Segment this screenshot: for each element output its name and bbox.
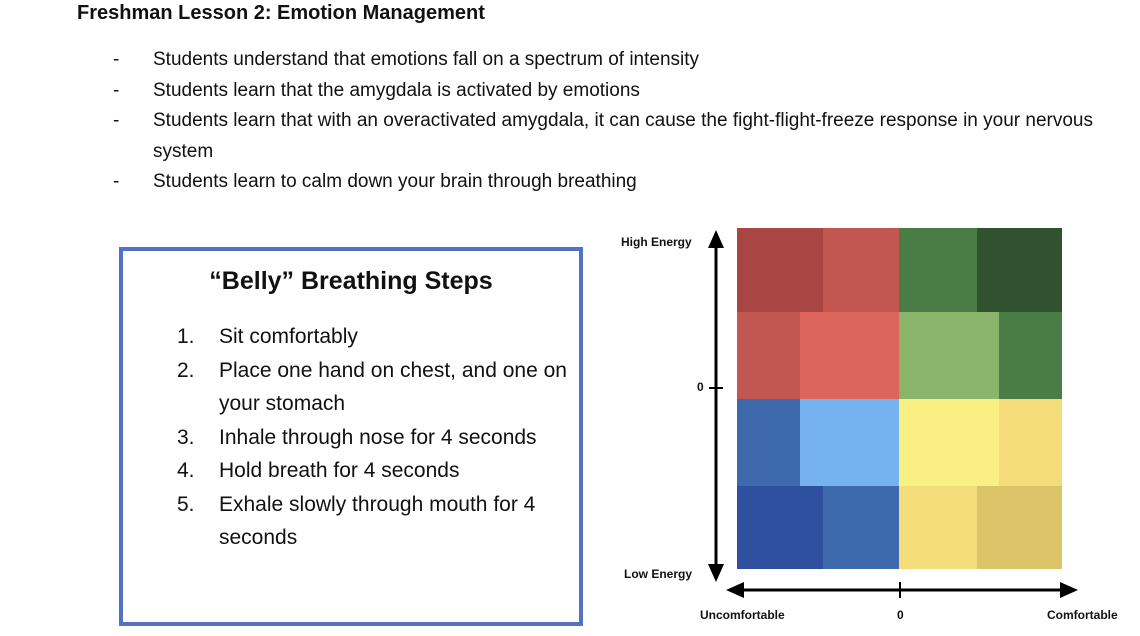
step-number: 4. xyxy=(177,459,195,482)
mood-cell-red xyxy=(823,228,899,312)
mood-cell-green xyxy=(999,312,1062,399)
step-text: Inhale through nose for 4 seconds xyxy=(219,425,537,449)
comfort-axis-arrow-left xyxy=(726,582,744,598)
mood-cell-light-orange-yellow xyxy=(999,399,1062,486)
step-item: 1. Sit comfortably xyxy=(177,320,577,354)
objectives-list: - Students understand that emotions fall … xyxy=(113,45,1103,198)
step-number: 2. xyxy=(177,358,195,382)
comfort-zero-label: 0 xyxy=(897,608,904,622)
page-title: Freshman Lesson 2: Emotion Management xyxy=(77,2,485,24)
bullet-marker: - xyxy=(113,171,120,192)
step-text: Place one hand on chest, and one on your… xyxy=(219,358,567,416)
mood-cell-dark-yellow xyxy=(977,486,1062,569)
high-energy-label: High Energy xyxy=(621,235,692,249)
breathing-steps-title: “Belly” Breathing Steps xyxy=(209,267,493,295)
objective-text: Students understand that emotions fall o… xyxy=(153,49,700,70)
objective-item: - Students learn that with an overactivat… xyxy=(113,106,1103,167)
uncomfortable-label: Uncomfortable xyxy=(700,608,785,622)
energy-zero-label: 0 xyxy=(697,380,704,394)
objective-text: Students learn to calm down your brain t… xyxy=(153,171,637,192)
step-item: 2. Place one hand on chest, and one on yo… xyxy=(177,354,577,421)
step-number: 3. xyxy=(177,425,195,449)
step-number: 1. xyxy=(177,325,195,348)
step-item: 3. Inhale through nose for 4 seconds xyxy=(177,421,577,455)
bullet-marker: - xyxy=(113,79,120,101)
bullet-marker: - xyxy=(113,110,120,131)
mood-cell-blue xyxy=(737,399,800,486)
mood-cell-dark-blue xyxy=(737,486,823,569)
mood-cell-light-blue xyxy=(800,399,899,486)
comfortable-label: Comfortable xyxy=(1047,608,1118,622)
objective-text: Students learn that with an overactivate… xyxy=(153,110,1093,162)
mood-cell-green xyxy=(899,228,977,312)
comfort-axis-arrow-right xyxy=(1060,582,1078,598)
objective-item: - Students learn that the amygdala is act… xyxy=(113,76,1103,107)
mood-cell-light-red xyxy=(800,312,899,399)
mood-cell-light-orange-yellow xyxy=(899,486,977,569)
mood-cell-dark-green xyxy=(977,228,1062,312)
step-number: 5. xyxy=(177,492,195,516)
mood-cell-red xyxy=(737,312,800,399)
objective-item: - Students understand that emotions fall … xyxy=(113,45,1103,76)
step-text: Sit comfortably xyxy=(219,325,358,348)
energy-axis-arrow-up xyxy=(708,230,724,248)
breathing-steps-box: “Belly” Breathing Steps 1. Sit comfortabl… xyxy=(119,247,583,626)
bullet-marker: - xyxy=(113,49,120,70)
energy-axis-arrow-down xyxy=(708,564,724,582)
mood-cell-light-green xyxy=(899,312,999,399)
low-energy-label: Low Energy xyxy=(624,567,693,581)
mood-cell-blue xyxy=(823,486,899,569)
objective-item: - Students learn to calm down your brain … xyxy=(113,167,1103,198)
mood-cell-dark-red xyxy=(737,228,823,312)
step-item: 4. Hold breath for 4 seconds xyxy=(177,454,577,488)
mood-cell-yellow xyxy=(899,399,999,486)
mood-meter-grid xyxy=(737,228,1062,569)
step-text: Exhale slowly through mouth for 4 second… xyxy=(219,492,536,550)
step-item: 5. Exhale slowly through mouth for 4 seco… xyxy=(177,488,577,555)
step-text: Hold breath for 4 seconds xyxy=(219,459,460,482)
objective-text: Students learn that the amygdala is acti… xyxy=(153,79,640,101)
breathing-steps-list: 1. Sit comfortably 2. Place one hand on ch… xyxy=(177,320,577,555)
